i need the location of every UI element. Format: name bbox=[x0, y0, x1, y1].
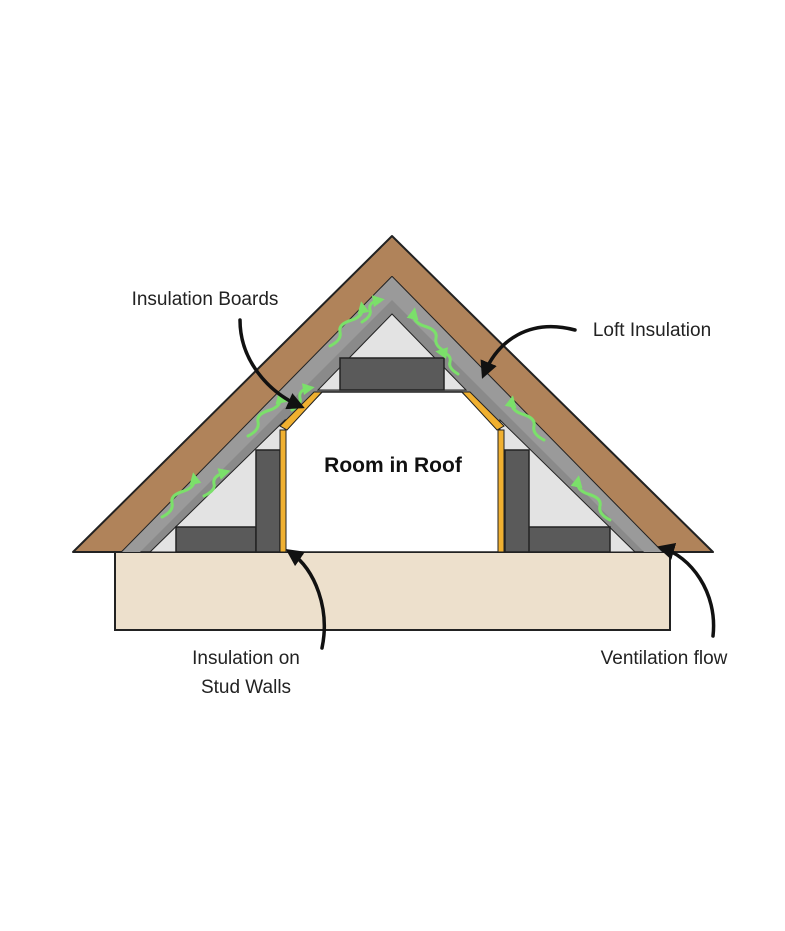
wall-base bbox=[114, 551, 671, 631]
airflow-arrow bbox=[328, 301, 370, 348]
insulation-board-right-slope bbox=[460, 391, 505, 431]
callout-arrow-loft-insulation bbox=[480, 324, 577, 379]
airflow-arrows bbox=[160, 295, 612, 522]
label-insulation-boards: Insulation Boards bbox=[132, 289, 279, 310]
callout-arrow-ventilation-flow bbox=[656, 542, 716, 638]
label-stud-walls-line1: Insulation on bbox=[192, 648, 300, 669]
stud-wall-insulation-right bbox=[504, 449, 530, 553]
insulation-board-right-wall bbox=[497, 429, 505, 553]
insulation-board-left-slope bbox=[279, 391, 324, 431]
label-ventilation-flow: Ventilation flow bbox=[601, 648, 728, 669]
airflow-arrow bbox=[406, 307, 448, 354]
callout-arrow-stud-walls bbox=[285, 549, 326, 650]
airflow-arrow bbox=[435, 347, 460, 376]
loft-insulation-floor-right bbox=[527, 526, 611, 553]
label-loft-insulation: Loft Insulation bbox=[593, 320, 711, 341]
airflow-arrow bbox=[246, 391, 288, 438]
loft-insulation-floor-left bbox=[175, 526, 257, 553]
airflow-arrow bbox=[504, 395, 546, 442]
label-stud-walls-line2: Stud Walls bbox=[201, 677, 291, 698]
ventilation-channel-left bbox=[122, 277, 392, 552]
airflow-arrow bbox=[360, 295, 385, 324]
airflow-arrow bbox=[570, 475, 612, 522]
airflow-arrow bbox=[202, 468, 231, 498]
airflow-arrow bbox=[160, 472, 202, 519]
loft-insulation-top bbox=[339, 357, 445, 391]
room-title: Room in Roof bbox=[324, 454, 463, 477]
callout-arrow-insulation-boards bbox=[238, 318, 305, 410]
insulation-board-left-wall bbox=[279, 429, 287, 553]
stud-wall-insulation-left bbox=[255, 449, 281, 553]
